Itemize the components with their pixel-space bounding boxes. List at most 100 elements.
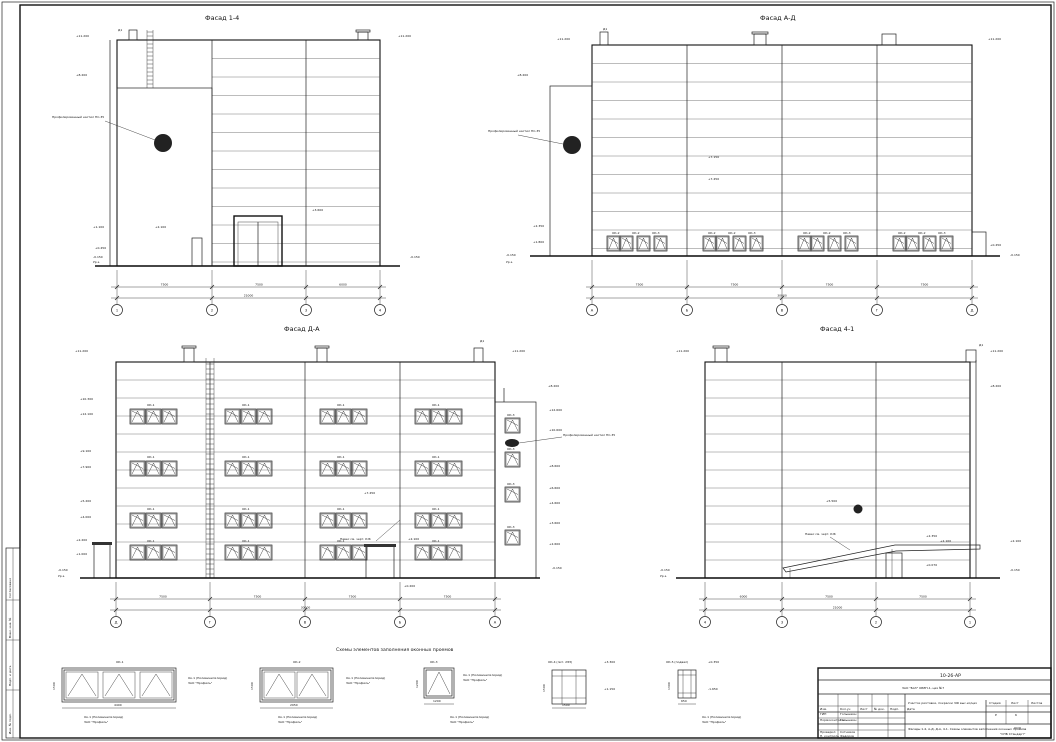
scheme-ok3-spec-2: Ок.1 (Поливинилхлорид) [450, 715, 489, 719]
facade-a-d: Фасад А-Д Профилированный настил НС-35 О… [488, 14, 1020, 316]
f41-level-a: +2.100 [940, 539, 951, 543]
fda-window-4-4: ОК-1 [414, 539, 463, 561]
fda-tag-ground: Ур.з. [58, 574, 65, 578]
scheme-ok5-spec: Ок.1 (Поливинилхлорид) [702, 715, 741, 719]
scheme-ok3-width: 1200 [433, 699, 441, 703]
stamp-name-2: Голышкин [840, 718, 856, 722]
fda-side-window-4: ОК-3 [504, 525, 521, 546]
fda-window-1-1: ОК-1 [129, 403, 178, 425]
fda-l9: -0.150 [58, 568, 68, 572]
fda-window-2-3: ОК-1 [319, 455, 368, 477]
fad-span-2: 7500 [731, 283, 739, 287]
f41-axis-bubble-1 [699, 616, 711, 628]
fda-window-label: ОК-1 [432, 539, 440, 543]
f14-axis-label-3: 3 [305, 309, 307, 313]
stamp-role-1: ГИП [820, 712, 826, 716]
fad-level-top-r: +11.200 [988, 37, 1001, 41]
f41-level-b: +2.100 [1010, 539, 1021, 543]
f14-level-ground: -0.150 [93, 255, 103, 259]
fad-axis-bubble-1 [586, 304, 598, 316]
fda-window-label: ОК-1 [242, 539, 250, 543]
f14-axis-label-2: 2 [211, 309, 213, 313]
scheme-ok2-name: ОК-2 [293, 660, 301, 664]
scheme-ok2-spec: Ок.1 (Поливинилхлорид) [346, 676, 385, 680]
scheme-ok4-name: ОК-4 (лит. 2ЭЗ) [548, 660, 572, 664]
fad-total: 30000 [777, 294, 787, 298]
ok2-sash-2 [296, 671, 329, 699]
facade-a-d-annex [549, 85, 593, 257]
fda-window-label: ОК-1 [337, 403, 345, 407]
fda-l0: +11.200 [75, 349, 88, 353]
fda-window-4-2: ОК-1 [224, 539, 273, 561]
fad-window-label-b: ОК-2 [632, 231, 640, 235]
facade-a-d-panel-lines [592, 45, 972, 256]
facade-d-a-note: Профилированный настил НС-35 [563, 433, 615, 437]
scheme-ok2-maker: ЗАО "Профиль" [346, 681, 371, 685]
fda-l1: +10.300 [80, 397, 93, 401]
fda-span-4: 7500 [444, 595, 452, 599]
facade-d-a-side-windows: ОК-3ОК-3ОК-3ОК-3 [504, 413, 521, 546]
f41-axis-label-1: 4 [704, 621, 707, 625]
f14-level-low: +1.100 [93, 225, 104, 229]
facade-d-a-vent-3 [473, 347, 484, 363]
facade-4-1-title: Фасад 4-1 [820, 325, 854, 333]
scheme-ok3: ОК-3 1200 1200 Ок.1 (Поливинилхлорид) ЗА… [415, 660, 502, 724]
fda-window-label: ОК-1 [147, 539, 155, 543]
stamp-sheet: 6 [1015, 713, 1017, 717]
fda-window-label: ОК-1 [337, 455, 345, 459]
f14-tag-ground: Ур.з. [93, 260, 100, 264]
scheme-ok1-maker-2: ЗАО "Профиль" [84, 720, 109, 724]
f41-tag-top: Д1 [979, 343, 983, 347]
facade-a-d-unit [971, 231, 987, 257]
fad-axis-bubble-2 [681, 304, 693, 316]
fda-window-label: ОК-1 [432, 507, 440, 511]
f14-axis-label-4: 4 [379, 309, 382, 313]
f14-level-top-r: +11.200 [398, 34, 411, 38]
facade-d-a-material-mark [505, 439, 519, 447]
fad-window-label-c: ОК-3 [843, 231, 851, 235]
facade-d-a-vent [183, 347, 195, 363]
ok1-sash-2 [102, 671, 136, 699]
stamp-name-1: Голышкин [840, 712, 856, 716]
stamp-sheets-head: Листов [1031, 701, 1042, 705]
f41-level-ground: -0.150 [660, 568, 670, 572]
scheme-ok5-width: 650 [681, 699, 687, 703]
stamp-role-4: Проверил [820, 730, 835, 734]
fda-span-3: 7500 [349, 595, 357, 599]
fda-window-label: ОК-1 [337, 539, 345, 543]
fda-window-label: ОК-1 [432, 455, 440, 459]
facade-4-1-panel-lines [705, 362, 970, 578]
stamp-client: ЗАО "БАЗ" ОБЕП-1, цех №7 [902, 686, 944, 690]
fad-axis-label-3: В [781, 309, 784, 313]
fda-canopy-note: Навес см. черт. КЖ [340, 537, 371, 541]
fad-axis-label-4: Г [876, 309, 878, 313]
scheme-ok1-spec-2: Ок.1 (Поливинилхлорид) [84, 715, 123, 719]
fad-axis-bubble-4 [871, 304, 883, 316]
scheme-ok5-bot: -1.650 [708, 687, 718, 691]
scheme-ok4-width: 1500 [562, 703, 570, 707]
fda-l3: +9.100 [80, 449, 91, 453]
title-block: 10-26-АР ЗАО "БАЗ" ОБЕП-1, цех №7 Участо… [817, 667, 1052, 739]
scheme-ok4-top: +3.300 [604, 660, 615, 664]
fad-level-a: +7.150 [708, 155, 719, 159]
facade-a-d-vent-3 [599, 31, 609, 46]
scheme-ok1-width: 4400 [114, 703, 122, 707]
f14-axis-bubble-1 [111, 304, 123, 316]
window-schemes: Схемы элементов заполнения оконных проем… [52, 647, 741, 724]
facade-1-4-material-mark [154, 134, 172, 152]
fda-r7: +3.600 [549, 521, 560, 525]
stamp-name-5: Федоров [840, 734, 854, 738]
fda-window-label: ОК-1 [147, 403, 155, 407]
side-label-inv: Инв. № подл. [8, 713, 12, 734]
facade-1-4-panel-lines [211, 40, 380, 266]
fda-l4: +7.900 [80, 465, 91, 469]
fda-axis-bubble-3 [299, 616, 311, 628]
stamp-col-6: Дата [907, 707, 915, 711]
scheme-ok2-spec-2: Ок.1 (Поливинилхлорид) [278, 715, 317, 719]
